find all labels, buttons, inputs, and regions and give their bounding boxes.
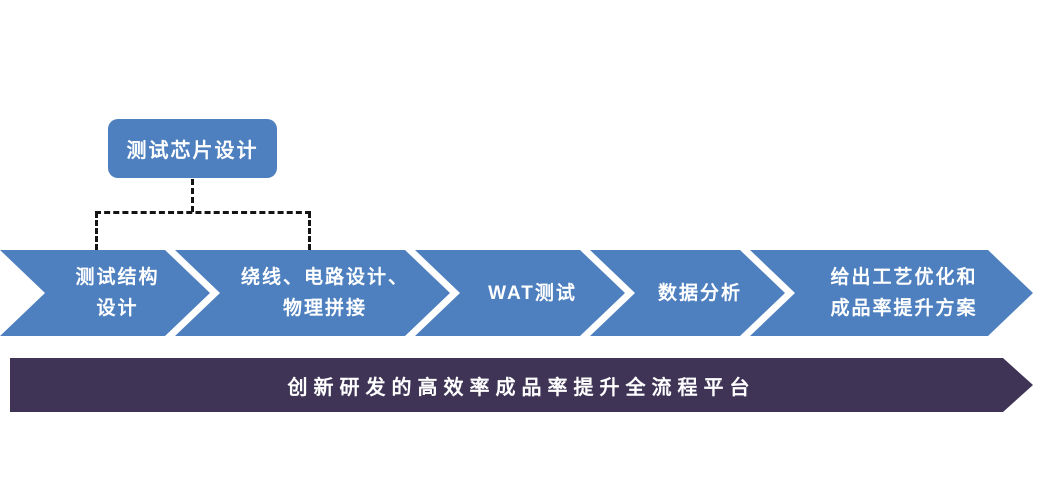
flow-step-label-line: 给出工艺优化和: [830, 267, 978, 288]
connector-stem-line: [191, 179, 194, 212]
flow-step-label-line: 测试结构: [75, 267, 160, 288]
flow-step-label-line: 设计: [96, 298, 139, 319]
flow-step-label-line: 绕线、电路设计、: [240, 267, 409, 288]
connector-horizontal-line: [95, 211, 311, 214]
flow-step-label-line: 物理拼接: [282, 298, 367, 319]
connector-right-drop-line: [308, 212, 311, 250]
source-box-label: 测试芯片设计: [126, 140, 259, 162]
platform-banner: 创新研发的高效率成品率提升全流程平台: [10, 358, 1033, 412]
flow-step-process-optimization-plan: 给出工艺优化和 成品率提升方案: [750, 250, 1033, 336]
flow-step-label-line: 数据分析: [657, 282, 742, 304]
platform-banner-label: 创新研发的高效率成品率提升全流程平台: [287, 376, 756, 399]
flow-step-label-line: WAT测试: [488, 282, 577, 304]
flow-step-label-line: 成品率提升方案: [830, 298, 978, 319]
flow-step-routing-circuit-design: 绕线、电路设计、 物理拼接: [175, 250, 450, 336]
connector-left-drop-line: [95, 212, 98, 250]
source-box-test-chip-design: 测试芯片设计: [108, 119, 277, 178]
flow-step-test-structure-design: 测试结构 设计: [0, 250, 210, 336]
